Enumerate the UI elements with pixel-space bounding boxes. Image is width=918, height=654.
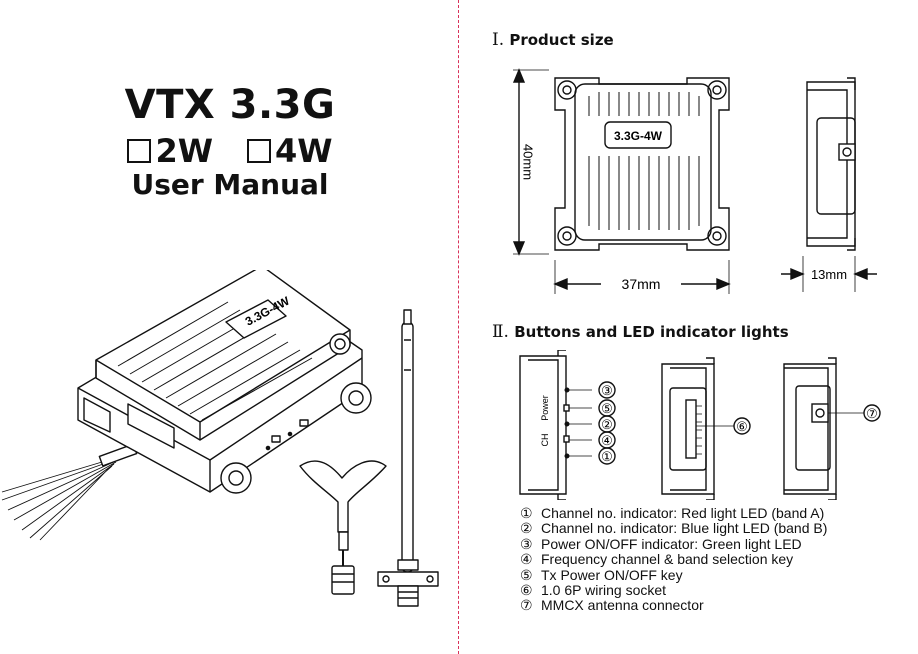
buttons-leds-drawing: Power CH ③ ⑤ ② ④ ① ⑥ ⑦ [519, 350, 881, 500]
legend-marker: ② [520, 520, 533, 537]
manual-subtitle: User Manual [131, 168, 329, 201]
legend-text: Tx Power ON/OFF key [541, 566, 683, 583]
board-label-text: 3.3G-4W [614, 129, 663, 143]
checkbox-4w[interactable] [247, 139, 271, 163]
variant-4w-label: 4W [275, 132, 333, 170]
callout-2: ② [601, 417, 613, 432]
power-side-label: Power [540, 395, 550, 421]
section-1-number: Ⅰ. [492, 30, 505, 50]
legend-marker: ⑦ [520, 597, 533, 614]
legend-marker: ⑤ [520, 566, 533, 583]
variant-2w-label: 2W [155, 132, 213, 170]
callout-7: ⑦ [866, 406, 878, 421]
legend-marker: ① [520, 505, 533, 521]
legend-marker: ⑥ [520, 582, 533, 599]
variant-2w[interactable]: 2W [127, 132, 213, 170]
section-2-heading: Ⅱ. Buttons and LED indicator lights [492, 322, 789, 342]
legend-item: ① Channel no. indicator: Red light LED (b… [520, 505, 827, 521]
section-2-title: Buttons and LED indicator lights [514, 323, 789, 341]
device-illustration: 3.3G-4W [1, 270, 439, 607]
callout-1: ① [601, 449, 613, 464]
product-size-drawing: 40mm 37mm 13mm 3.3G-4W [512, 68, 877, 294]
callout-3: ③ [601, 383, 613, 398]
legend-text: Channel no. indicator: Blue light LED (b… [541, 520, 828, 537]
variant-options: 2W 4W [0, 132, 460, 170]
legend-text: Power ON/OFF indicator: Green light LED [541, 535, 802, 552]
section-1-heading: Ⅰ. Product size [492, 30, 614, 50]
legend-item: ③ Power ON/OFF indicator: Green light LED [520, 535, 827, 552]
legend-item: ④ Frequency channel & band selection key [520, 551, 827, 568]
callout-4: ④ [601, 433, 613, 448]
page-divider [458, 0, 459, 654]
legend-item: ② Channel no. indicator: Blue light LED (… [520, 520, 828, 537]
callout-6: ⑥ [736, 419, 748, 434]
legend-marker: ④ [520, 551, 533, 568]
manual-title: VTX 3.3G [124, 82, 336, 128]
ch-side-label: CH [540, 434, 550, 447]
legend-text: MMCX antenna connector [541, 597, 704, 614]
height-dimension-label: 40mm [521, 144, 536, 180]
legend-item: ⑦ MMCX antenna connector [520, 597, 827, 614]
callout-5: ⑤ [601, 401, 613, 416]
legend-text: Channel no. indicator: Red light LED (ba… [541, 505, 825, 521]
section-2-number: Ⅱ. [492, 322, 509, 342]
legend-item: ⑥ 1.0 6P wiring socket [520, 582, 827, 599]
legend-text: Frequency channel & band selection key [541, 551, 794, 568]
width-dimension-label: 37mm [622, 276, 661, 292]
legend-item: ⑤ Tx Power ON/OFF key [520, 566, 827, 583]
legend-marker: ③ [520, 535, 533, 552]
section-1-title: Product size [509, 31, 614, 49]
checkbox-2w[interactable] [127, 139, 152, 163]
depth-dimension-label: 13mm [811, 267, 847, 282]
legend-text: 1.0 6P wiring socket [541, 582, 667, 599]
variant-4w[interactable]: 4W [247, 132, 333, 170]
legend-list: ① Channel no. indicator: Red light LED (b… [520, 505, 828, 614]
